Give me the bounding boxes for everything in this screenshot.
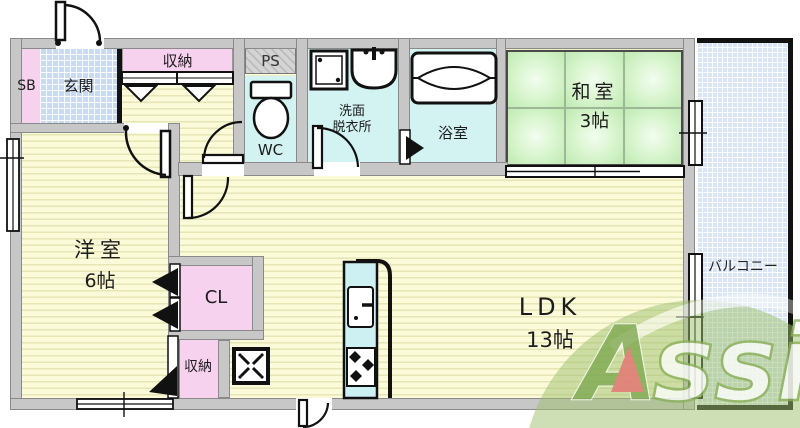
ldk-label: LDK	[518, 293, 582, 321]
closet-label: CL	[204, 286, 228, 308]
entrance-area	[40, 48, 117, 125]
washroom-label: 洗面 脱衣所	[306, 98, 398, 142]
opening-washroom-door	[314, 162, 360, 176]
bathroom-area	[410, 48, 496, 162]
wall-wc-left	[233, 38, 245, 176]
japanese-room-tatami	[506, 50, 683, 166]
tatami-cell	[624, 52, 681, 107]
balcony-wall-right	[788, 38, 793, 410]
toilet-label: WC	[257, 140, 284, 159]
storage-bottom-label: 収納	[184, 359, 212, 376]
opening-western-room-door	[124, 123, 168, 133]
opening-entrance-door	[56, 38, 104, 49]
tatami-cell	[508, 52, 565, 107]
wall-closet-right	[252, 256, 264, 340]
balcony-label: バルコニー	[708, 259, 778, 276]
wall-storage-bottom-right	[218, 340, 230, 398]
wall-closet-top	[168, 256, 264, 266]
tatami-cell	[566, 109, 623, 164]
shoe-box-label: SB	[17, 77, 36, 94]
wall-closet-bottom	[168, 330, 264, 340]
ldk-size: 13帖	[526, 327, 574, 352]
closet-area	[180, 266, 252, 330]
pipe-space-area	[245, 48, 296, 74]
balcony-wall-top	[697, 38, 793, 43]
balcony-wall-bottom	[697, 405, 793, 410]
wall-right	[683, 38, 695, 410]
storage-top-label: 収納	[162, 51, 193, 70]
wall-wash-bath	[398, 38, 410, 176]
storage-bottom-area	[178, 340, 218, 398]
pipe-space-label: PS	[261, 51, 280, 70]
western-room-label: 洋室	[74, 237, 126, 262]
washroom-label-line1: 洗面	[338, 103, 365, 119]
bathroom-label: 浴室	[437, 123, 468, 142]
japanese-room-size: 3帖	[579, 110, 610, 132]
tatami-cell	[566, 52, 623, 107]
entrance-step-line	[117, 48, 122, 125]
entrance-label: 玄関	[63, 77, 94, 96]
balcony-floor	[697, 42, 789, 406]
opening-wc-door	[202, 162, 244, 176]
wall-bath-washitsu	[496, 38, 506, 176]
opening-bottom-door	[296, 398, 332, 410]
tatami-cell	[508, 109, 565, 164]
wall-bottom	[10, 398, 695, 410]
tatami-cell	[624, 109, 681, 164]
japanese-room-label: 和室	[571, 81, 618, 104]
washroom-label-line2: 脱衣所	[332, 120, 372, 135]
western-room-size: 6帖	[84, 270, 116, 293]
